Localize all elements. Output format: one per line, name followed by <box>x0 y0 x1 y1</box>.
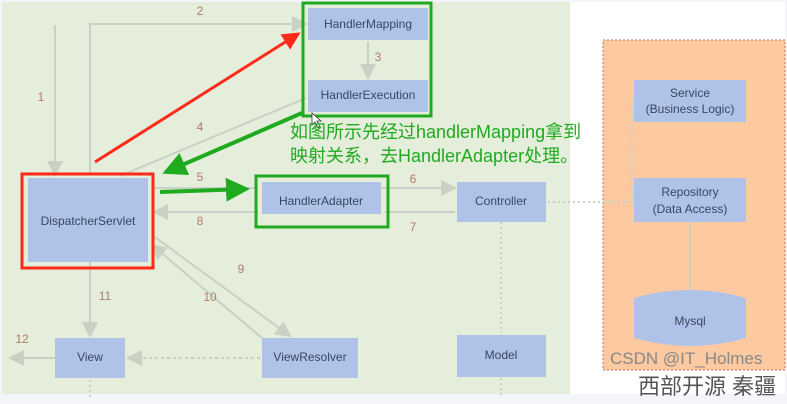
mysql-label: Mysql <box>674 314 705 328</box>
view-resolver-label: ViewResolver <box>273 350 346 364</box>
step-5: 5 <box>197 170 204 184</box>
step-3: 3 <box>375 50 382 64</box>
dispatcher-servlet-label: DispatcherServlet <box>41 214 136 228</box>
node-handler-execution: HandlerExecution <box>308 80 428 112</box>
step-6: 6 <box>410 172 417 186</box>
green-forward-arrow-icon <box>159 177 250 202</box>
handler-execution-label: HandlerExecution <box>321 88 416 102</box>
mouse-cursor-icon <box>311 112 323 129</box>
step-1: 1 <box>38 90 45 104</box>
adapter-highlight <box>254 174 390 229</box>
step-4: 4 <box>197 120 204 134</box>
repository-label: Repository <box>661 185 718 199</box>
node-model: Model <box>457 335 546 377</box>
node-view-resolver: ViewResolver <box>262 338 358 378</box>
step-8: 8 <box>197 214 204 228</box>
csdn-watermark: CSDN @IT_Holmes <box>610 349 762 368</box>
node-mysql: Mysql <box>634 290 746 346</box>
author-watermark: 西部开源 秦疆 <box>638 374 776 399</box>
handler-group-highlight <box>301 1 433 118</box>
flow-lines <box>8 16 691 398</box>
step-2: 2 <box>197 4 204 18</box>
handler-mapping-label: HandlerMapping <box>324 17 412 31</box>
node-controller: Controller <box>457 182 546 222</box>
service-label: Service <box>670 86 710 100</box>
step-7: 7 <box>410 220 417 234</box>
dispatcher-highlight <box>20 172 155 270</box>
controller-label: Controller <box>475 194 527 208</box>
step-12: 12 <box>15 332 29 346</box>
node-view: View <box>55 338 125 378</box>
model-label: Model <box>485 348 518 362</box>
node-service: Service (Business Logic) <box>634 80 746 122</box>
service-sublabel: (Business Logic) <box>646 102 735 116</box>
step-11: 11 <box>99 289 112 303</box>
annotation-line-1: 如图所示先经过handlerMapping拿到 <box>290 121 581 142</box>
node-handler-adapter: HandlerAdapter <box>262 182 381 214</box>
annotation-line-2: 映射关系，去HandlerAdapter处理。 <box>290 146 578 166</box>
view-label: View <box>77 350 103 364</box>
node-dispatcher-servlet: DispatcherServlet <box>28 178 148 262</box>
red-arrow-icon <box>94 32 301 164</box>
handler-adapter-label: HandlerAdapter <box>279 194 363 208</box>
node-repository: Repository (Data Access) <box>634 178 746 222</box>
repository-sublabel: (Data Access) <box>653 202 728 216</box>
node-handler-mapping: HandlerMapping <box>308 8 428 40</box>
step-10: 10 <box>203 290 217 304</box>
green-return-arrow-icon <box>162 111 303 176</box>
step-9: 9 <box>238 262 245 276</box>
